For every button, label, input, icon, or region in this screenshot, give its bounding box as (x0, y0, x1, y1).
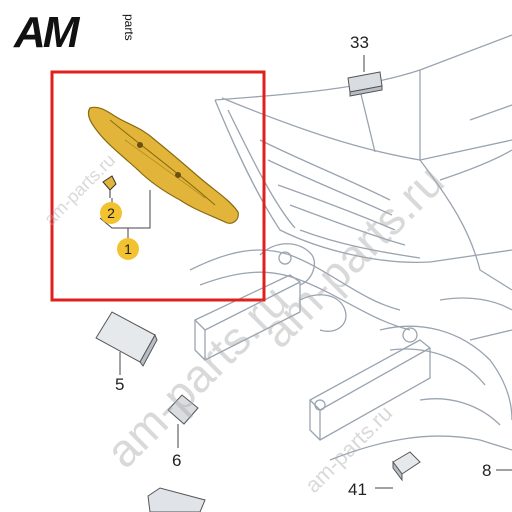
logo-main-text: AM (14, 8, 79, 57)
part-6 (167, 394, 199, 448)
part-33 (347, 55, 383, 97)
car-body-lineart (189, 34, 512, 461)
callout-41: 41 (348, 480, 367, 499)
hood-insulation-part (87, 106, 239, 224)
part-5 (95, 311, 158, 375)
logo-sub-text: parts (122, 14, 136, 41)
part-41 (375, 451, 421, 489)
callout-6: 6 (172, 451, 182, 470)
callout-33: 33 (350, 33, 369, 52)
callout-2: 2 (100, 202, 122, 224)
callout-5: 5 (115, 375, 125, 394)
callout-8: 8 (482, 461, 492, 480)
callout-1: 1 (117, 238, 139, 260)
part-bottom-strip (147, 487, 206, 512)
clip-part (102, 175, 117, 198)
highlight-box (50, 70, 266, 302)
am-parts-logo: AM parts (14, 8, 144, 58)
